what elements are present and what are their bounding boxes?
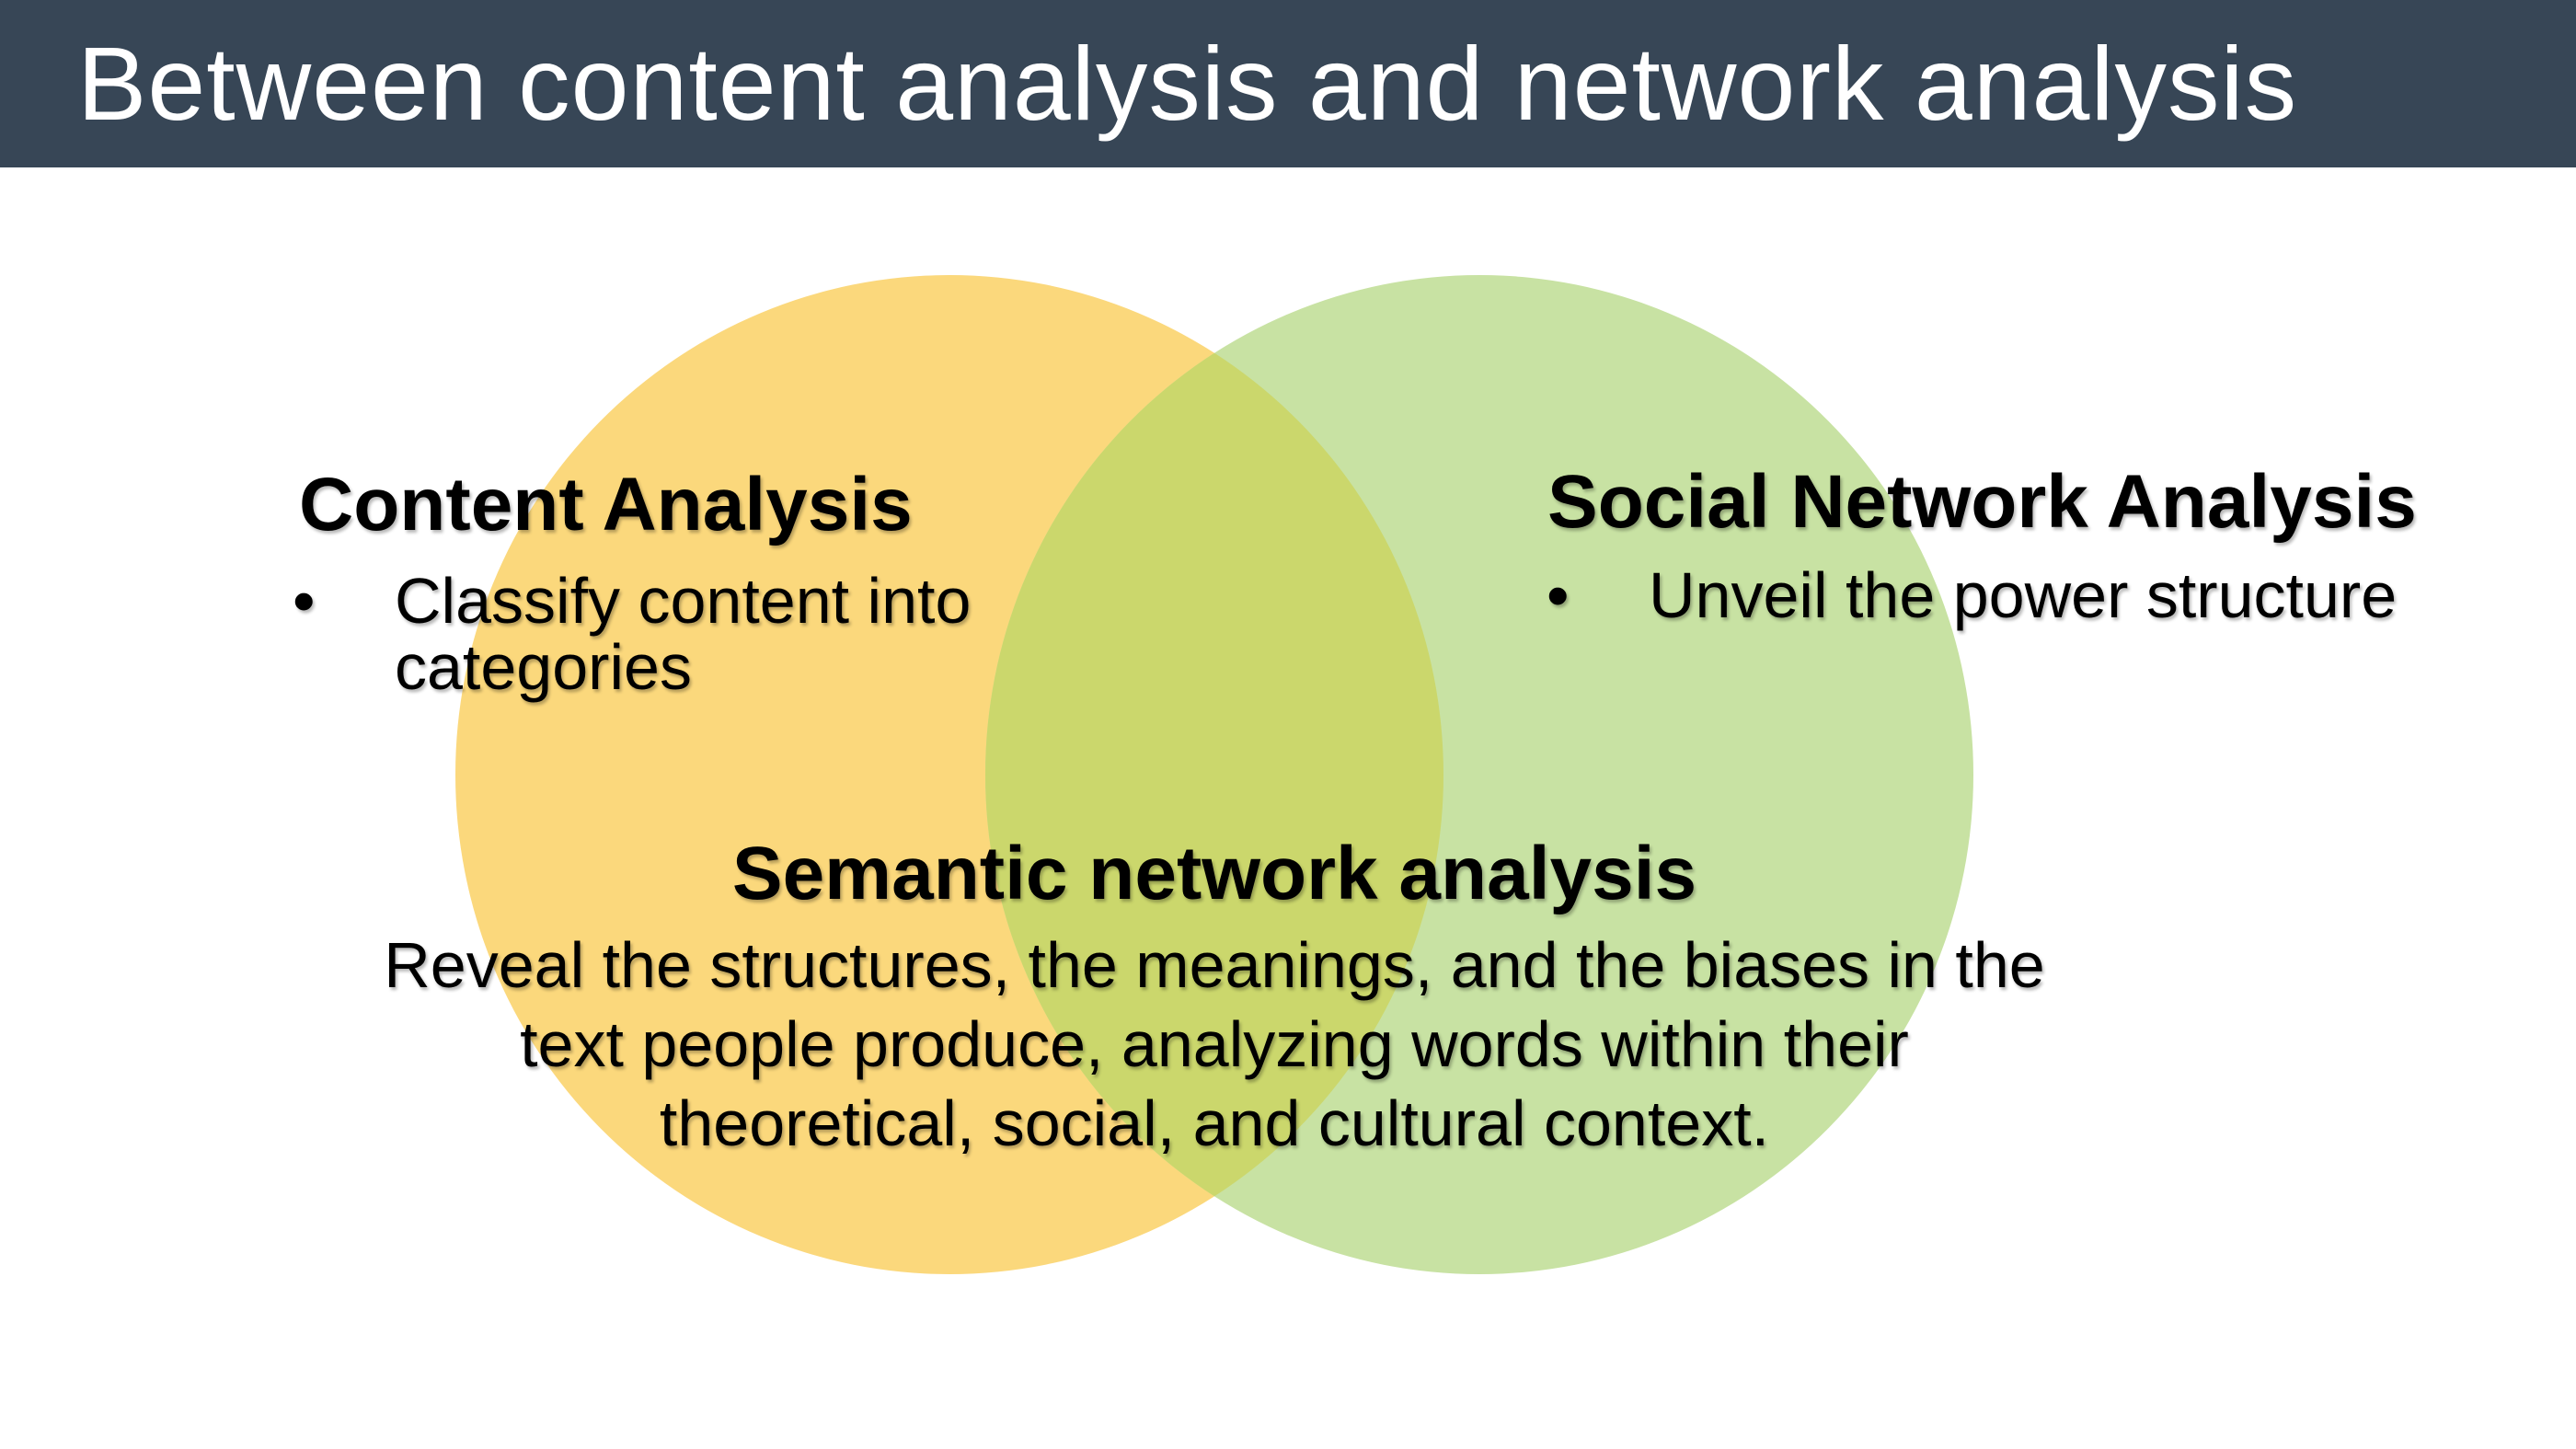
overlap-heading: Semantic network analysis: [731, 832, 1697, 915]
right-circle-bullet-text: Unveil the power structure: [1649, 559, 2398, 631]
overlap-description: Reveal the structures, the meanings, and…: [384, 929, 2045, 1159]
left-circle-bullet-item: • Classify content into categories: [293, 568, 971, 700]
bullet-icon: •: [1547, 559, 1570, 631]
right-circle-bullet-item: • Unveil the power structure: [1547, 562, 2397, 628]
overlap-region: [985, 275, 1443, 1274]
header-bar: Between content analysis and network ana…: [0, 0, 2576, 167]
left-circle-bullet-text: Classify content into categories: [395, 565, 972, 703]
slide-title: Between content analysis and network ana…: [77, 26, 2298, 142]
left-circle-heading: Content Analysis: [299, 463, 913, 546]
bullet-icon: •: [293, 565, 316, 637]
right-circle-heading: Social Network Analysis: [1547, 460, 2417, 544]
